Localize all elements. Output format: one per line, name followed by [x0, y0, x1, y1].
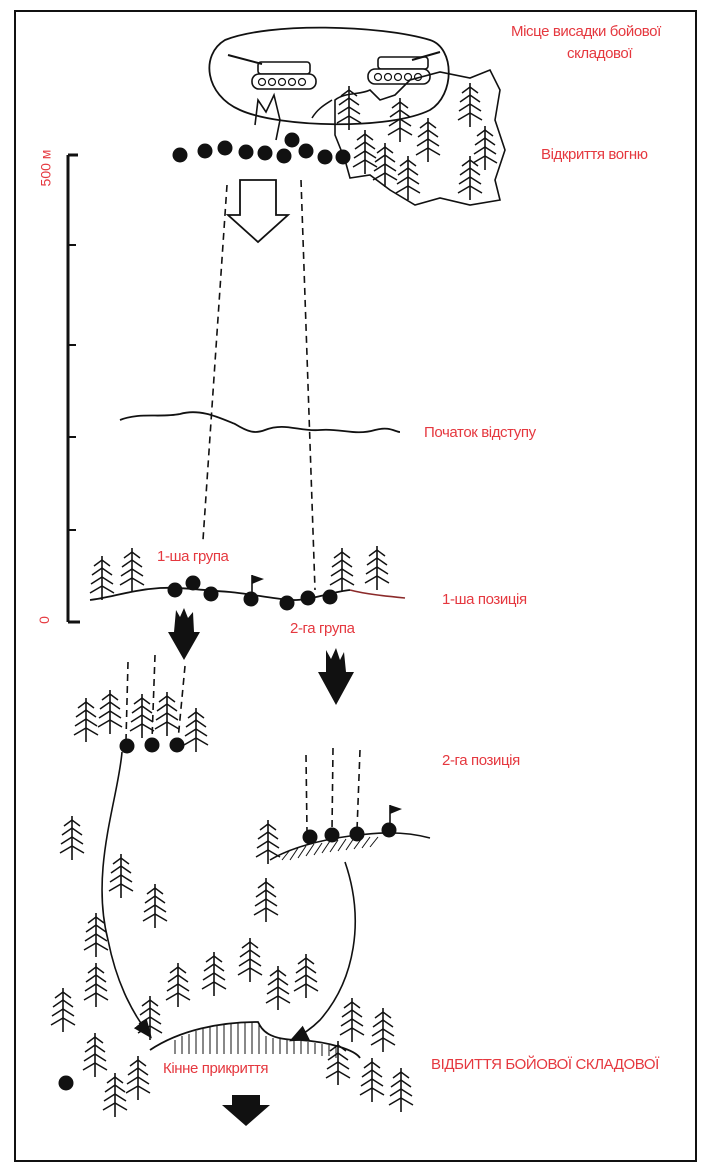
tree-icon — [108, 853, 134, 899]
tank-icon — [227, 54, 317, 90]
tree-icon — [472, 125, 498, 171]
tree-icon — [293, 953, 319, 999]
tree-icon — [154, 691, 180, 737]
tree-icon — [125, 1055, 151, 1101]
tree-icon — [265, 965, 291, 1011]
soldier-dot-icon — [203, 586, 219, 602]
tree-cluster-top — [336, 82, 498, 201]
tree-icon — [329, 547, 355, 593]
tree-icon — [50, 987, 76, 1033]
soldier-dot-icon — [172, 147, 188, 163]
tree-icon — [457, 155, 483, 201]
soldier-dot-icon — [119, 738, 135, 754]
landing-label-line1: Місце висадки бойової — [511, 23, 661, 40]
tree-icon — [201, 951, 227, 997]
tree-icon — [165, 962, 191, 1008]
scale-bar — [66, 153, 80, 624]
soldier-dot-icon — [324, 827, 340, 843]
soldier-dot-icon — [302, 829, 318, 845]
tree-icon — [129, 693, 155, 739]
group-second-right — [302, 822, 397, 845]
tree-icon — [352, 129, 378, 175]
scale-bottom-label: 0 — [35, 616, 52, 624]
open-fire-label: Відкриття вогню — [541, 146, 648, 163]
arrow-icon — [168, 608, 200, 660]
soldier-dot-icon — [317, 149, 333, 165]
soldier-dot-icon — [284, 132, 300, 148]
group2-label: 2-га група — [290, 620, 355, 637]
forest-outline — [334, 68, 506, 206]
soldier-dot-icon — [243, 591, 259, 607]
soldier-dot-icon — [144, 737, 160, 753]
soldier-dot-icon — [217, 140, 233, 156]
tree-icon — [339, 997, 365, 1043]
scale-top-label: 500 м — [37, 149, 54, 187]
soldier-dot-icon — [257, 145, 273, 161]
position2-label: 2-га позиція — [442, 752, 520, 769]
tree-icon — [253, 877, 279, 923]
soldier-dot-icon — [185, 575, 201, 591]
tree-icon — [415, 117, 441, 163]
retreat-curve-right — [289, 861, 356, 1042]
soldier-dot-icon — [276, 148, 292, 164]
tree-icon — [59, 815, 85, 861]
group-second-left — [119, 737, 185, 754]
tree-icon — [395, 155, 421, 201]
fire-burst-icon — [254, 92, 281, 141]
arrow-icon — [222, 1095, 270, 1126]
soldier-dot-icon — [322, 589, 338, 605]
soldier-dot-icon — [279, 595, 295, 611]
retreat-start-label: Початок відступу — [424, 424, 536, 441]
tree-icon — [370, 1007, 396, 1053]
retreat-curve-left — [101, 751, 152, 1039]
arrow-icon — [318, 648, 354, 705]
tree-icon — [457, 82, 483, 128]
diagram-frame — [14, 10, 697, 1162]
groups-first-position — [167, 575, 338, 611]
tree-icon — [97, 689, 123, 735]
tree-icon — [73, 697, 99, 743]
tree-icon — [388, 1067, 414, 1113]
hollow-arrow-icon — [225, 179, 291, 244]
soldier-dot-icon — [167, 582, 183, 598]
soldier-line — [172, 132, 351, 165]
soldier-dot-icon — [238, 144, 254, 160]
tree-icon — [183, 707, 209, 753]
horse-cover-hill — [149, 1021, 361, 1059]
tree-icon — [119, 547, 145, 593]
tree-icon — [364, 545, 390, 591]
landing-label-line2: складової — [567, 45, 633, 62]
tree-icon — [137, 995, 163, 1041]
tree-icon — [82, 1032, 108, 1078]
soldier-dot-icon — [169, 737, 185, 753]
group1-label: 1-ша група — [157, 548, 229, 565]
tank-icon — [367, 51, 441, 85]
tree-icon — [255, 819, 281, 865]
repel-label: ВІДБИТТЯ БОЙОВОЇ СКЛАДОВОЇ — [431, 1056, 659, 1073]
soldier-dot-icon — [58, 1075, 74, 1091]
soldier-dot-icon — [349, 826, 365, 842]
horse-cover-label: Кінне прикриття — [163, 1060, 269, 1077]
soldier-dot-icon — [197, 143, 213, 159]
soldier-dot-icon — [300, 590, 316, 606]
tree-icon — [325, 1040, 351, 1086]
tree-icon — [237, 937, 263, 983]
position1-label: 1-ша позиція — [442, 591, 527, 608]
hill-right — [269, 832, 431, 861]
tree-icon — [83, 962, 109, 1008]
tree-icon — [89, 555, 115, 601]
tree-icon — [102, 1072, 128, 1118]
soldier-dot-icon — [381, 822, 397, 838]
tree-icon — [359, 1057, 385, 1103]
landing-area — [208, 26, 450, 126]
flag-icon — [389, 805, 402, 826]
soldier-dot-icon — [335, 149, 351, 165]
retreat-path — [202, 179, 316, 591]
retreat-start-line — [119, 411, 401, 434]
tree-icon — [142, 883, 168, 929]
soldier-dot-icon — [298, 143, 314, 159]
flag-icon — [251, 575, 264, 598]
